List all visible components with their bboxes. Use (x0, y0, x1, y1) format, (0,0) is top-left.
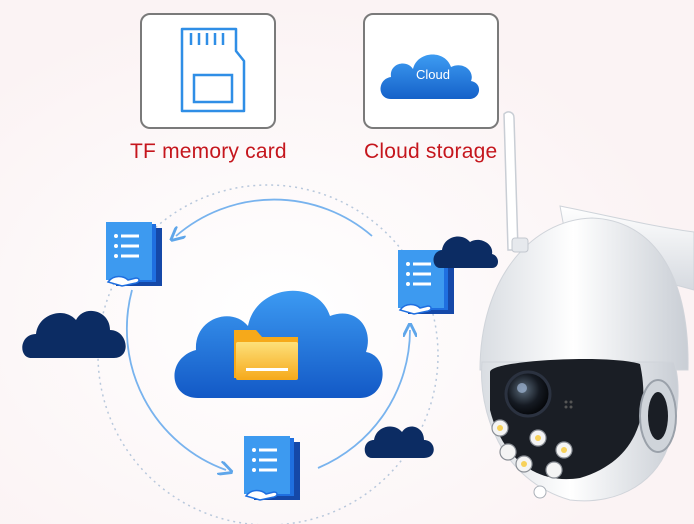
flow-arrow-left (125, 289, 226, 470)
cloud-badge-text: Cloud (416, 67, 450, 82)
dark-cloud-icon (433, 236, 498, 268)
flow-arrow-right (317, 330, 410, 469)
document-hand-icon (106, 222, 162, 287)
dotted-ring (97, 184, 439, 524)
tf-card-label: TF memory card (130, 140, 287, 163)
tf-card-box (140, 13, 276, 129)
sd-card-icon (180, 27, 246, 113)
ptz-camera-icon (479, 111, 694, 502)
document-hand-icon (244, 436, 300, 501)
dark-cloud-icon (364, 426, 434, 458)
cloud-icon (380, 54, 480, 99)
dark-cloud-icon (22, 310, 126, 358)
cloud-folder-icon (174, 290, 383, 398)
cloud-storage-box: Cloud (363, 13, 499, 129)
cloud-storage-label: Cloud storage (364, 140, 498, 163)
flow-arrow-top (176, 198, 373, 236)
